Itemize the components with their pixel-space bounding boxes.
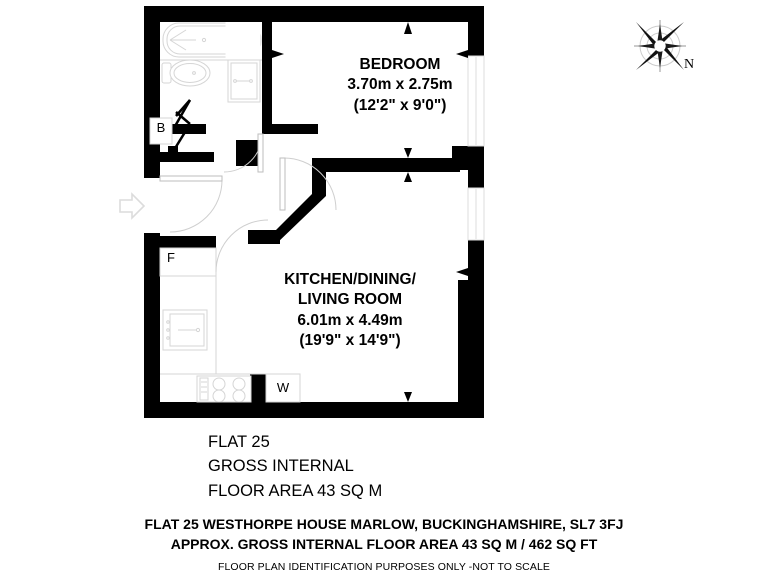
fridge-letter: F (167, 250, 175, 265)
wall-right-pier-top (468, 6, 484, 56)
door-group (159, 99, 337, 273)
kdl-name-line1: KITCHEN/DINING/ (284, 271, 416, 288)
wall-left-lower (144, 233, 160, 418)
flat-summary-line1: FLAT 25 (208, 433, 270, 451)
bedroom-imperial: (12'2" x 9'0") (353, 96, 447, 114)
wall-bathroom-right (262, 6, 272, 92)
wall-right-pier-lower (468, 240, 484, 280)
address-line1: FLAT 25 WESTHORPE HOUSE MARLOW, BUCKINGH… (144, 516, 624, 532)
flat-summary-line3: FLOOR AREA 43 SQ M (208, 481, 383, 500)
hob-panel (199, 377, 209, 401)
tick-bedroom-bottom (404, 148, 412, 158)
bathroom-floor-panel (225, 22, 261, 58)
bedroom-name: BEDROOM (359, 56, 441, 73)
washing-machine-unit (265, 373, 301, 403)
door-bifold-boiler (172, 99, 192, 151)
wall-group (144, 6, 484, 418)
disclaimer-text: FLOOR PLAN IDENTIFICATION PURPOSES ONLY … (217, 561, 551, 573)
address-line2: APPROX. GROSS INTERNAL FLOOR AREA 43 SQ … (170, 536, 598, 553)
door-swing-entrance (169, 179, 223, 233)
address-block: FLAT 25 WESTHORPE HOUSE MARLOW, BUCKINGH… (0, 514, 768, 554)
tick-bedroom-left (272, 50, 284, 58)
dimension-tick-group (160, 22, 468, 402)
wall-boiler-door-nib-bottom (168, 146, 178, 154)
bathroom-fixture-group (160, 22, 262, 103)
wall-lobby-bottom (262, 124, 318, 134)
tick-living-bottom (404, 392, 412, 402)
kitchen-fixture-group (159, 247, 301, 403)
hob-burner-4 (232, 389, 246, 403)
bathtub-plug (201, 37, 207, 43)
kdl-name-line2: LIVING ROOM (297, 291, 403, 309)
tick-lobby-left (262, 50, 274, 58)
wall-diagonal-foot (248, 230, 280, 244)
washing-machine-letter: W (276, 380, 290, 395)
kdl-imperial: (19'9" x 14'9") (299, 332, 401, 350)
kdl-metric: 6.01m x 4.49m (297, 311, 403, 329)
wall-bedroom-south (312, 158, 460, 172)
wall-boiler-bottom (152, 152, 214, 162)
wall-right-lower-thick (458, 280, 484, 418)
hob-burner-3 (212, 389, 226, 403)
kitchen-dining-living-label: KITCHEN/DINING/ LIVING ROOM 6.01m x 4.49… (220, 270, 480, 352)
flat-summary-line2: GROSS INTERNAL (208, 457, 354, 476)
bedroom-metric: 3.70m x 2.75m (347, 76, 453, 94)
flat-summary-block: FLAT 25 GROSS INTERNAL FLOOR AREA 43 SQ … (208, 430, 382, 503)
wall-diagonal (276, 158, 326, 244)
toilet-pan-inner (173, 63, 207, 83)
wall-boiler-door-nib-top (168, 124, 178, 132)
window-group (467, 55, 485, 241)
tick-living-top (404, 172, 412, 182)
tick-bedroom-top (404, 22, 412, 34)
wall-wm-nib (250, 374, 268, 402)
door-leaf-entrance (159, 175, 223, 182)
hob-burner-2 (232, 377, 246, 391)
wall-shower-right (262, 92, 272, 134)
compass-rose-icon (634, 20, 686, 72)
door-leaf-bathroom (257, 133, 264, 173)
boiler-cupboard-box (149, 117, 173, 145)
boiler-cupboard-group (149, 117, 173, 145)
door-swing-bedroom (283, 157, 337, 211)
hob-burner-1 (212, 377, 226, 391)
compass-hub (654, 40, 666, 52)
wall-bottom (144, 402, 484, 418)
boiler-cupboard-letter: B (156, 120, 166, 135)
fridge-unit (159, 247, 217, 277)
tick-living-right (456, 268, 468, 276)
tick-bedroom-right (456, 50, 468, 58)
door-leaf-bedroom (279, 157, 286, 211)
door-swing-kitchen (215, 219, 269, 273)
entrance-arrow-icon (119, 192, 146, 220)
bedroom-label: BEDROOM 3.70m x 2.75m (12'2" x 9'0") (270, 55, 530, 116)
wall-top (144, 6, 484, 22)
wall-kitchen-north (144, 236, 216, 248)
compass-north-label: N (684, 57, 695, 72)
